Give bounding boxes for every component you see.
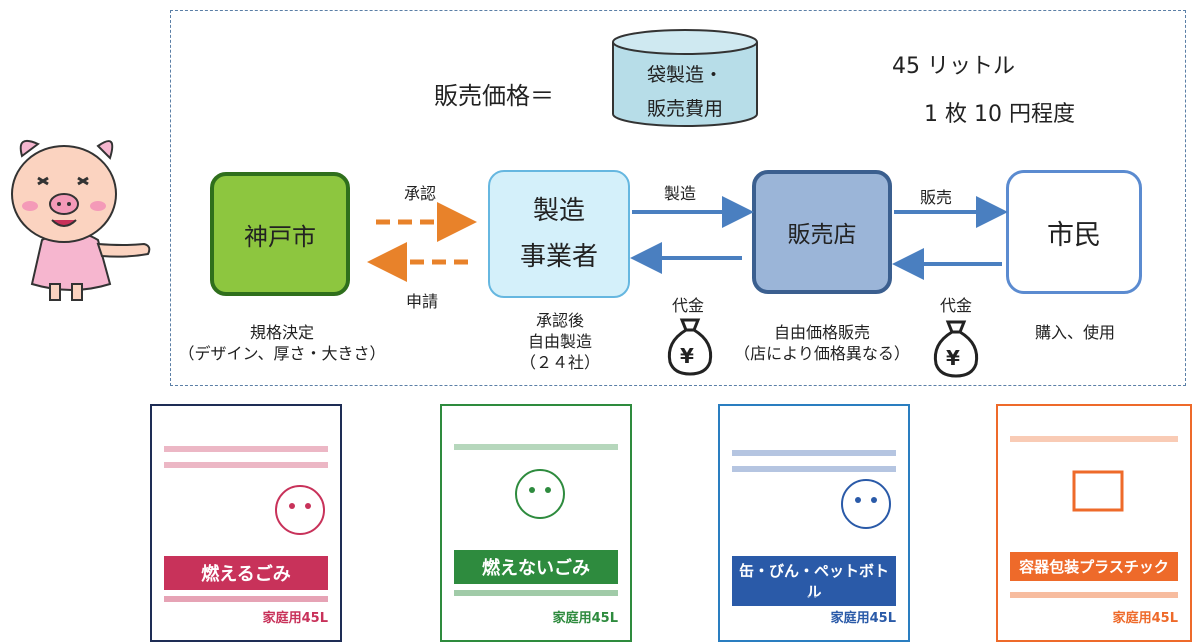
poster-bag-label: 家庭用45L [262,611,328,626]
caption-maker-line3: （２４社） [519,353,600,372]
caption-maker-line1: 承認後 [535,311,584,330]
poster-nonburnable: 燃えないごみ 家庭用45L [440,404,632,642]
unit-price: 1 枚 10 円程度 [924,102,1075,127]
label-sell: 販売 [920,188,953,207]
label-payment-2: 代金 [940,296,973,315]
poster-plastic: 容器包装プラスチック 家庭用45L [996,404,1192,642]
money-bag-icon: ¥ [664,316,716,376]
label-manufacture: 製造 [664,184,697,203]
diagram-frame [170,10,1186,386]
caption-shop-line2: （店により価格異なる） [734,344,910,363]
money-bag-icon: ¥ [930,318,982,378]
node-maker-line2: 事業者 [519,242,598,272]
cylinder-text: 袋製造・ 販売費用 [610,58,760,126]
label-approve: 承認 [404,184,437,203]
poster-cans-bottles: 缶・びん・ペットボトル 家庭用45L [718,404,910,642]
poster-bag-label: 家庭用45L [1112,611,1178,626]
node-maker-line1: 製造 [532,196,585,226]
node-citizen: 市民 [1006,170,1142,294]
cylinder-line1: 袋製造・ [646,64,723,86]
mascot-icon [11,140,151,301]
node-shop: 販売店 [752,170,892,294]
node-citizen-label: 市民 [1047,219,1101,251]
yen-symbol-2: ¥ [946,346,960,370]
arrows-layer [367,196,1008,282]
price-label: 販売価格＝ [434,82,554,110]
label-apply: 申請 [406,292,439,311]
node-manufacturer: 製造 事業者 [488,170,630,298]
poster-title: 燃えないごみ [454,550,618,584]
caption-citizen: 購入、使用 [1034,323,1115,342]
caption-kobe: 規格決定 （デザイン、厚さ・大きさ） [172,322,392,364]
label-payment-1: 代金 [672,296,705,315]
bag-volume: 45 リットル [892,54,1015,79]
caption-maker: 承認後 自由製造 （２４社） [510,310,610,373]
mascot-small-icon [515,469,565,519]
node-kobe-label: 神戸市 [244,222,316,251]
node-shop-label: 販売店 [787,222,857,248]
mascot-small-icon [841,479,891,529]
caption-shop: 自由価格販売 （店により価格異なる） [722,322,922,364]
mascot-small-icon [275,485,325,535]
caption-shop-line1: 自由価格販売 [773,323,870,342]
caption-maker-line2: 自由製造 [527,332,592,351]
caption-kobe-line1: 規格決定 [249,323,314,342]
caption-kobe-line2: （デザイン、厚さ・大きさ） [178,344,386,363]
poster-burnable: 燃えるごみ 家庭用45L [150,404,342,642]
poster-bag-label: 家庭用45L [552,611,618,626]
cylinder-line2: 販売費用 [646,98,723,120]
poster-title: 缶・びん・ペットボトル [732,556,896,606]
node-kobe-city: 神戸市 [210,172,350,296]
recycle-mark-icon [1072,470,1124,512]
yen-symbol-1: ¥ [680,344,694,368]
poster-title: 容器包装プラスチック [1010,552,1178,581]
cost-cylinder-icon [612,29,758,127]
poster-bag-label: 家庭用45L [830,611,896,626]
poster-title: 燃えるごみ [164,556,328,590]
